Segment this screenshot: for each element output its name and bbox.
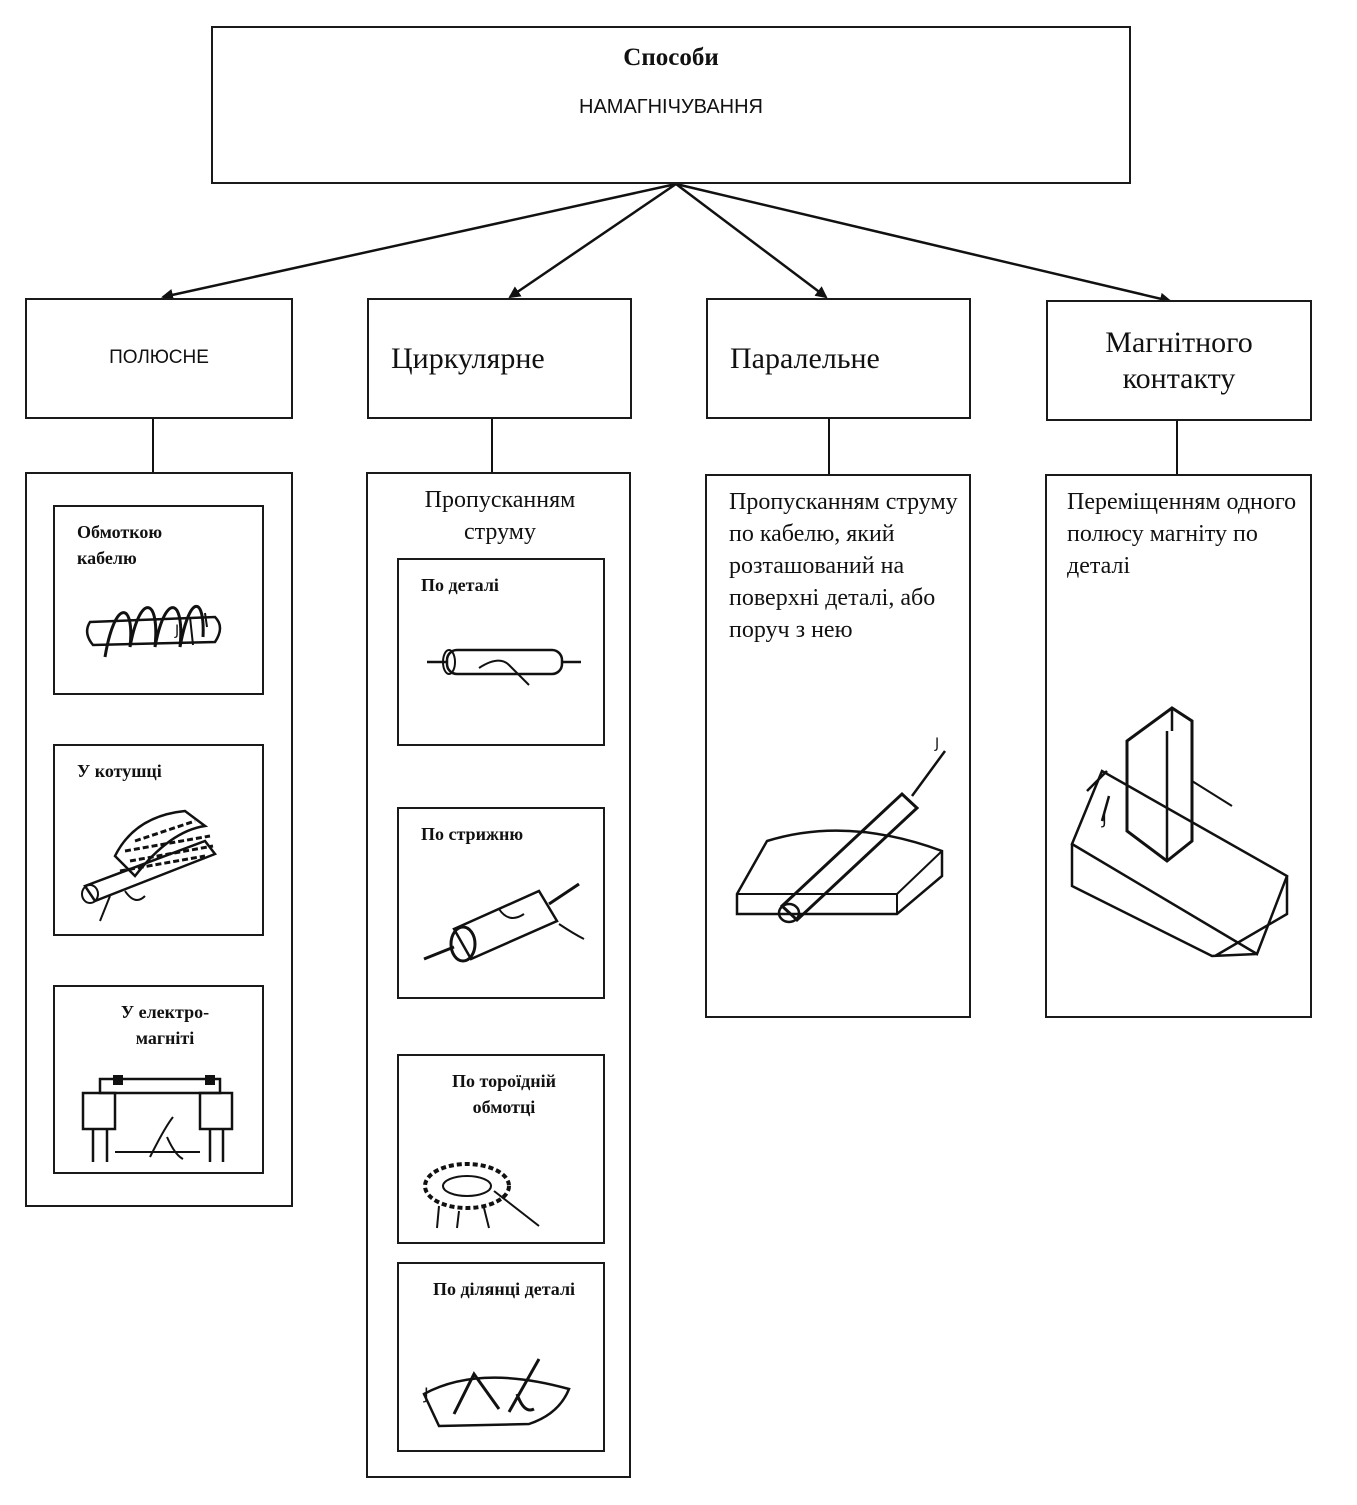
- arrow-to-parallel: [675, 183, 828, 299]
- item-label: По тороїдній обмотці: [452, 1071, 556, 1117]
- method-circular: Циркулярне: [367, 298, 632, 419]
- item-label: По деталі: [421, 575, 499, 595]
- parallel-details: Пропусканням струму по кабелю, який розт…: [705, 474, 971, 1018]
- circular-item-part-section: По ділянці деталі J: [397, 1262, 605, 1452]
- item-label: По стрижню: [421, 824, 524, 844]
- root-node: Способи НАМАГНІЧУВАННЯ: [211, 26, 1131, 184]
- electromagnet-illustration: [81, 1075, 234, 1162]
- method-polar: ПОЛЮСНЕ: [25, 298, 293, 419]
- svg-text:J: J: [1101, 809, 1107, 828]
- circular-item-toroidal: По тороїдній обмотці: [397, 1054, 605, 1244]
- root-subtitle: НАМАГНІЧУВАННЯ: [579, 96, 763, 118]
- item-label: У електро-магніті: [120, 1002, 210, 1048]
- magnetic-contact-illustration: J: [1070, 706, 1289, 958]
- circular-details: Пропусканням струму По деталі По стрижню…: [366, 472, 631, 1478]
- arrow-to-magnetic-contact: [675, 182, 1172, 305]
- root-title: Способи: [623, 44, 719, 71]
- polar-item-electromagnet: У електро-магніті: [53, 985, 264, 1174]
- arrow-to-circular: [508, 182, 677, 299]
- item-label: У котушці: [77, 761, 162, 781]
- coil-illustration: [81, 809, 218, 922]
- part-illustration: [427, 648, 581, 686]
- toroidal-illustration: [423, 1162, 540, 1229]
- part-section-illustration: J: [422, 1358, 571, 1428]
- magnetic-contact-details: Переміщенням одного полюсу магніту по де…: [1045, 474, 1312, 1018]
- method-magnetic-contact: Магнітного контакту: [1046, 300, 1312, 421]
- item-label: Обмоткою кабелю: [77, 522, 163, 568]
- svg-text:J: J: [174, 623, 179, 639]
- svg-text:J: J: [423, 1384, 429, 1403]
- svg-text:J: J: [934, 736, 939, 752]
- cable-winding-illustration: J: [85, 604, 222, 658]
- arrow-to-polar: [161, 182, 677, 301]
- polar-details: Обмоткою кабелю J У котушці У електро-ма…: [25, 472, 293, 1207]
- circular-description: Пропусканням струму: [424, 487, 576, 545]
- item-label: По ділянці деталі: [432, 1279, 576, 1299]
- method-parallel: Паралельне: [706, 298, 971, 419]
- circular-item-rod: По стрижню: [397, 807, 605, 999]
- magnetic-contact-description: Переміщенням одного полюсу магніту по де…: [1067, 489, 1297, 579]
- polar-item-cable-winding: Обмоткою кабелю J: [53, 505, 264, 695]
- rod-illustration: [423, 882, 585, 963]
- parallel-illustration: J: [735, 736, 947, 924]
- circular-item-part: По деталі: [397, 558, 605, 746]
- parallel-description: Пропусканням струму по кабелю, який розт…: [729, 489, 958, 643]
- polar-item-coil: У котушці: [53, 744, 264, 936]
